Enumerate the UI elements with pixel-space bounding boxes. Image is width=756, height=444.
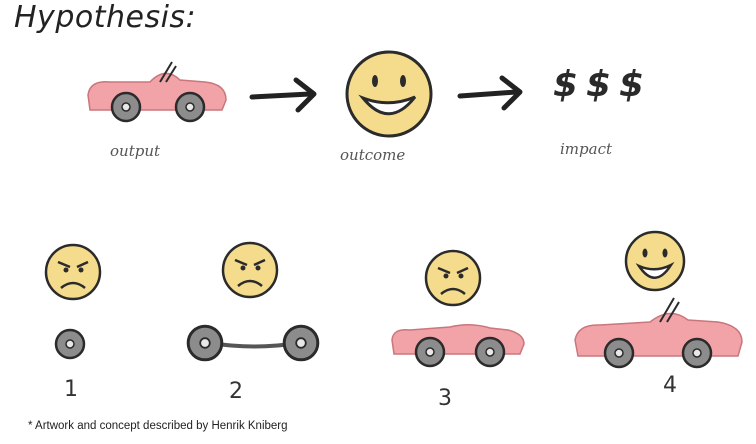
dollar-sign-icon: $	[619, 64, 645, 105]
hypothesis-title: Hypothesis:	[14, 0, 197, 35]
angry-face-icon	[424, 249, 482, 307]
dollar-sign-icon: $	[586, 64, 612, 105]
angry-face-icon	[221, 241, 279, 299]
step-number: 2	[229, 379, 243, 404]
angry-face-icon	[44, 243, 102, 301]
outcome-happy-face-icon	[345, 50, 433, 138]
arrow-right-icon	[457, 75, 523, 111]
axle-icon	[186, 324, 320, 362]
step-number: 1	[64, 377, 78, 402]
credit-footnote: * Artwork and concept described by Henri…	[28, 420, 288, 432]
dollar-sign-icon: $	[553, 64, 579, 105]
output-label: output	[110, 142, 161, 160]
car-body-icon	[391, 324, 525, 368]
impact-label: impact	[560, 140, 612, 158]
outcome-label: outcome	[340, 146, 406, 164]
arrow-right-icon	[249, 77, 317, 113]
full-car-icon	[574, 297, 743, 369]
wheel-icon	[54, 328, 86, 360]
output-car-icon	[87, 61, 227, 123]
step-number: 3	[438, 386, 452, 411]
happy-face-icon	[624, 230, 686, 292]
step-number: 4	[663, 373, 677, 398]
